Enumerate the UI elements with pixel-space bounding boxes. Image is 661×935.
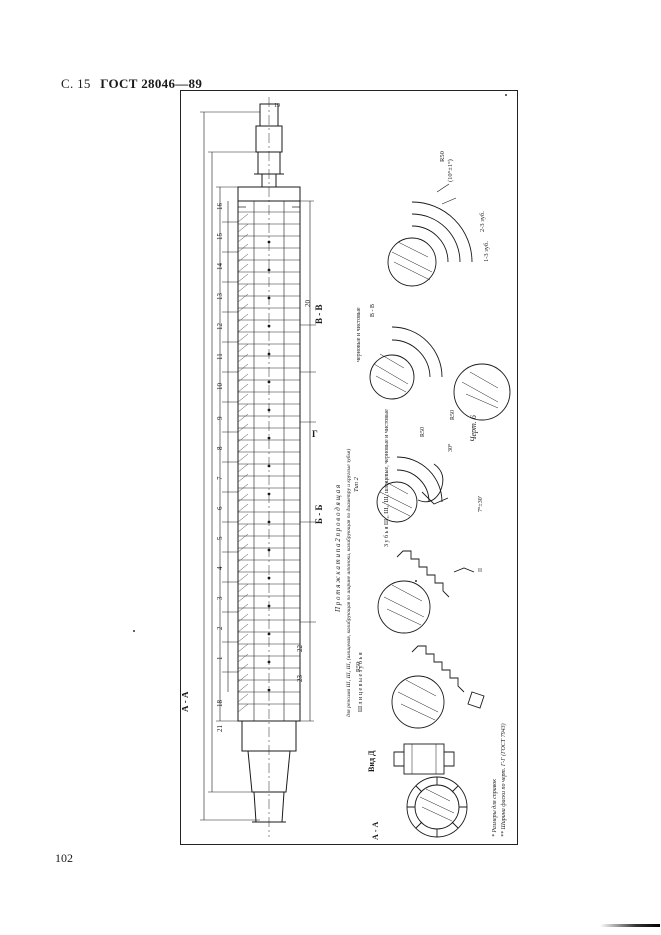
v-v-caption: В - В	[370, 304, 376, 317]
round-teeth-labels: В - В R50 черновые и чистовые	[356, 304, 456, 420]
scan-artifact	[600, 924, 660, 927]
footnote-1: * Размеры для справок	[491, 779, 498, 837]
footnotes-group: * Размеры для справок ** Ширина фаски по…	[491, 723, 507, 837]
svg-text:2-3 зуб.: 2-3 зуб.	[479, 211, 486, 232]
svg-text:15: 15	[216, 233, 224, 241]
svg-text:1: 1	[216, 656, 224, 660]
section-a-a-view	[406, 776, 468, 838]
section-b-top: Б - Б	[314, 505, 324, 524]
title-line-1: П р о т я ж к а т и п а 2 п р о в о д я …	[334, 485, 342, 613]
svg-text:23: 23	[296, 675, 304, 683]
section-II-label: II	[478, 568, 484, 572]
page-header: С. 15 ГОСТ 28046—89	[61, 76, 202, 92]
section-v-v-labels: R50 (10°±1°) 1-3 зуб. 2-3 зуб.	[439, 151, 490, 262]
position-numbers: 16 15 14 13 12 11 10 9 8 7 6 5 4 3 2 1 1…	[216, 103, 312, 732]
section-b-b-view	[376, 456, 449, 523]
svg-text:19: 19	[274, 103, 280, 109]
svg-text:(10°±1°): (10°±1°)	[447, 159, 454, 182]
svg-text:R50: R50	[439, 151, 446, 162]
svg-text:22: 22	[296, 645, 304, 653]
section-g-mark: Г	[312, 429, 318, 439]
view-d-labels: Вид Д	[367, 750, 376, 772]
svg-text:11: 11	[216, 353, 224, 360]
svg-text:30°: 30°	[447, 443, 454, 452]
svg-text:R50: R50	[356, 662, 362, 672]
section-a-a-title: А - А	[371, 822, 380, 840]
drawing-frame	[180, 90, 518, 845]
svg-text:12: 12	[216, 323, 224, 331]
svg-text:1-3 зуб.: 1-3 зуб.	[483, 241, 490, 262]
chart-label: Черт. 6	[469, 415, 478, 442]
chip-note-2: черновые и чистовые	[356, 307, 362, 362]
svg-text:7°±30': 7°±30'	[477, 496, 484, 512]
spline-teeth-view	[377, 550, 475, 634]
title-line-2: для режима Ш₁ Ш₂ Ш₃ (шлицевая, калибрующ…	[345, 449, 352, 717]
chart-label-group: Черт. 6	[469, 415, 478, 442]
svg-text:14: 14	[216, 263, 224, 271]
gear-section-view	[391, 645, 485, 729]
svg-text:3: 3	[216, 596, 224, 600]
scan-dot	[415, 580, 417, 582]
view-d-title: Вид Д	[367, 750, 376, 772]
tooth-markers	[267, 240, 271, 692]
section-marks: В - В Б - Б А - А Г	[182, 304, 324, 712]
svg-text:5: 5	[216, 536, 224, 540]
svg-text:20: 20	[304, 300, 312, 308]
scan-dot	[133, 630, 135, 632]
svg-text:4: 4	[216, 566, 224, 570]
section-v-v-view	[387, 183, 473, 287]
round-teeth-view	[369, 326, 511, 421]
tooth-hatching	[237, 213, 249, 713]
section-a-left: А - А	[182, 691, 190, 712]
section-a-a-labels: А - А	[371, 822, 380, 840]
type-label: Тип 2	[353, 476, 360, 492]
b-b-caption: З у б ь я Ш₁, Ш₂, Ш₃ шлицевые, черновые …	[383, 409, 390, 547]
svg-text:13: 13	[216, 293, 224, 301]
svg-text:2: 2	[216, 626, 224, 630]
svg-text:6: 6	[216, 506, 224, 510]
svg-text:R50: R50	[450, 410, 456, 420]
view-d	[393, 743, 455, 775]
dimension-lines	[200, 111, 260, 821]
gear-labels: Ш л и ц е в ы е з у б ь я R50	[356, 652, 364, 712]
type-label-text: Тип 2	[353, 476, 360, 492]
svg-text:16: 16	[216, 203, 224, 211]
svg-text:18: 18	[216, 700, 224, 708]
svg-text:10: 10	[216, 383, 224, 391]
svg-text:7: 7	[216, 476, 224, 480]
scan-dot	[505, 94, 507, 96]
drawing-title: П р о т я ж к а т и п а 2 п р о в о д я …	[334, 485, 342, 613]
svg-text:9: 9	[216, 416, 224, 420]
dimension-lines-right	[300, 200, 316, 722]
page-label: С. 15	[61, 76, 91, 91]
section-v-top: В - В	[314, 304, 324, 324]
svg-text:21: 21	[216, 725, 224, 733]
svg-text:R50: R50	[420, 427, 426, 437]
spline-labels: З у б ь я Ш₁, Ш₂, Ш₃ шлицевые, черновые …	[383, 409, 484, 572]
drawing-subtitle: для режима Ш₁ Ш₂ Ш₃ (шлицевая, калибрующ…	[345, 449, 352, 717]
svg-text:8: 8	[216, 446, 224, 450]
technical-drawing: 16 15 14 13 12 11 10 9 8 7 6 5 4 3 2 1 1…	[182, 97, 511, 840]
page-number: 102	[55, 851, 73, 865]
standard-number: ГОСТ 28046—89	[100, 76, 203, 91]
section-b-b-labels: 30° R50 7°±30'	[420, 427, 484, 512]
round-caption: Ш л и ц е в ы е з у б ь я	[357, 652, 364, 712]
footnote-2: ** Ширина фаски по черт. Г-Г (ГОСТ 7943)	[500, 723, 507, 837]
